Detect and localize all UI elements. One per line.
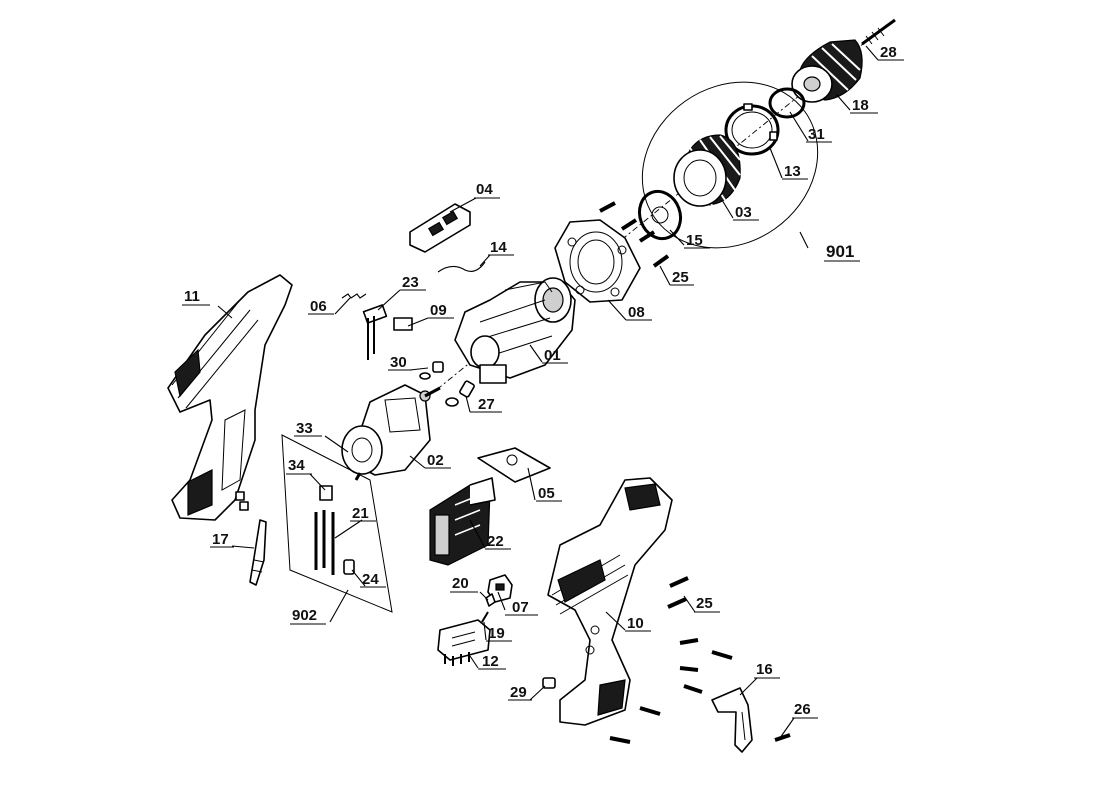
part-14-wire — [437, 261, 486, 273]
callout-09: 09 — [430, 302, 447, 319]
part-10-housing-right — [547, 477, 673, 726]
callout-20: 20 — [452, 575, 469, 592]
leader-lines — [217, 45, 879, 739]
callout-22: 22 — [487, 533, 504, 550]
callout-23: 23 — [402, 274, 419, 291]
callout-28: 28 — [880, 44, 897, 61]
callout-26: 26 — [794, 701, 811, 718]
callout-29: 29 — [510, 684, 527, 701]
callout-labels: 28 18 31 13 03 15 901 25 08 01 04 14 06 … — [182, 44, 904, 719]
callout-25b: 25 — [696, 595, 713, 612]
callout-30: 30 — [390, 354, 407, 371]
part-08-gear-housing-flange — [554, 219, 641, 303]
part-09-plate — [393, 317, 413, 331]
callout-31: 31 — [808, 126, 825, 143]
callout-14: 14 — [490, 239, 507, 256]
callout-08: 08 — [628, 304, 645, 321]
callout-13: 13 — [784, 163, 801, 180]
callout-18: 18 — [852, 97, 869, 114]
part-30-contact — [419, 361, 444, 380]
callout-01: 01 — [544, 347, 561, 364]
part-04-switch-cover — [409, 203, 471, 253]
callout-03: 03 — [735, 204, 752, 221]
callout-12: 12 — [482, 653, 499, 670]
part-03-torque-ring — [673, 134, 741, 207]
callout-25a: 25 — [672, 269, 689, 286]
callout-902: 902 — [292, 607, 317, 624]
part-23-switch-lever — [362, 304, 388, 360]
part-11-housing-left — [167, 274, 293, 521]
callout-27: 27 — [478, 396, 495, 413]
part-07-bracket — [487, 574, 513, 603]
callout-901: 901 — [826, 242, 854, 261]
part-21-bits — [314, 510, 335, 575]
part-17-bit — [249, 519, 267, 586]
callout-17: 17 — [212, 531, 229, 548]
part-24-adapter — [343, 559, 355, 575]
part-22-switch — [429, 477, 496, 566]
callout-04: 04 — [476, 181, 493, 198]
part-20-led — [485, 593, 496, 607]
callout-06: 06 — [310, 298, 327, 315]
part-28-screw — [861, 18, 896, 46]
part-27-brush — [445, 380, 475, 407]
part-06-spring — [341, 293, 367, 299]
part-18-keyless-chuck — [791, 39, 863, 103]
callout-02: 02 — [427, 452, 444, 469]
group-901-outline — [641, 81, 819, 249]
callout-34: 34 — [288, 457, 305, 474]
callout-19: 19 — [488, 625, 505, 642]
part-13-gear-ring — [724, 103, 780, 156]
callout-11: 11 — [184, 288, 200, 305]
part-19-pin — [481, 611, 489, 623]
callout-21: 21 — [352, 505, 369, 522]
callout-24: 24 — [362, 571, 379, 588]
part-12-battery-terminal — [437, 619, 491, 666]
part-31-ring — [768, 87, 806, 119]
part-02-motor — [341, 384, 441, 481]
part-26-screw — [774, 733, 791, 742]
part-16-belt-clip — [711, 687, 753, 753]
nuts-11 — [235, 491, 249, 511]
part-34-holder — [319, 485, 333, 501]
group-902-outline — [281, 434, 393, 613]
screws-front — [599, 201, 670, 268]
callout-15: 15 — [686, 232, 703, 249]
part-05-label-plate — [477, 447, 551, 483]
part-15-washer — [637, 189, 683, 241]
part-29-nut — [542, 677, 556, 689]
screws-25-lower — [609, 576, 733, 744]
callout-16: 16 — [756, 661, 773, 678]
callout-10: 10 — [627, 615, 644, 632]
callout-07: 07 — [512, 599, 529, 616]
callout-33: 33 — [296, 420, 313, 437]
part-01-gearbox — [454, 277, 576, 384]
callout-05: 05 — [538, 485, 555, 502]
